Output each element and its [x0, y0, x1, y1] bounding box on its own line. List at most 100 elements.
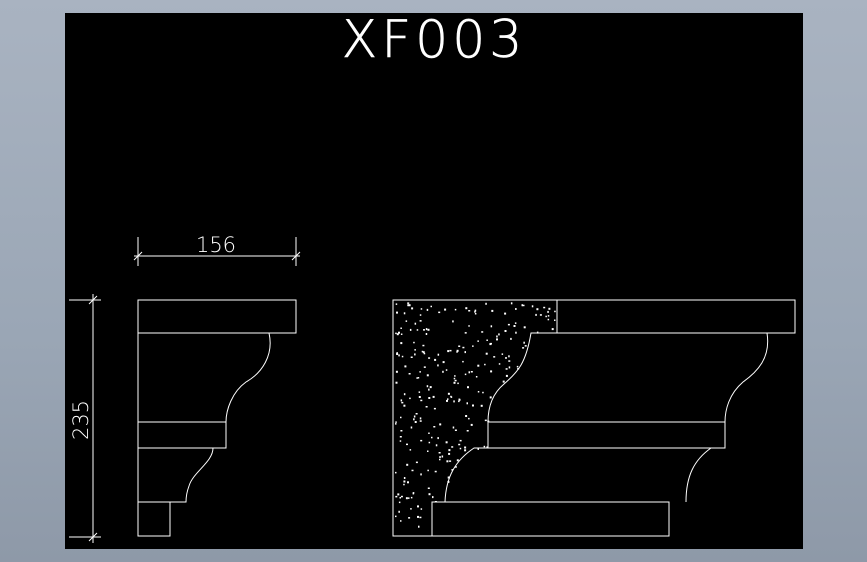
- concrete-speck: [419, 320, 422, 322]
- concrete-speck: [400, 399, 403, 402]
- concrete-speck: [431, 436, 433, 439]
- concrete-speck: [401, 401, 404, 404]
- concrete-speck: [427, 450, 429, 452]
- concrete-speck: [418, 391, 421, 393]
- concrete-speck: [434, 470, 437, 473]
- concrete-speck: [442, 361, 445, 364]
- drawing-title: XF003: [342, 13, 527, 70]
- concrete-speck: [396, 353, 399, 355]
- concrete-speck: [428, 432, 430, 434]
- concrete-speck: [454, 379, 457, 382]
- concrete-speck: [480, 404, 483, 407]
- concrete-speck: [409, 397, 411, 400]
- concrete-speck: [405, 497, 408, 500]
- concrete-speck: [504, 330, 507, 332]
- concrete-speck: [395, 303, 398, 305]
- concrete-speck: [422, 351, 425, 354]
- concrete-speck: [505, 368, 508, 370]
- concrete-speck: [398, 501, 401, 504]
- concrete-speck: [453, 400, 455, 403]
- concrete-speck: [517, 368, 520, 370]
- concrete-speck: [395, 515, 397, 518]
- concrete-speck: [504, 312, 507, 315]
- concrete-speck: [410, 426, 413, 429]
- elevation-view: [392, 299, 796, 537]
- concrete-speck: [400, 495, 403, 498]
- concrete-speck: [413, 341, 415, 344]
- concrete-speck: [521, 304, 523, 307]
- concrete-speck: [485, 352, 488, 355]
- concrete-speck: [435, 444, 438, 447]
- concrete-speck: [462, 346, 465, 349]
- concrete-speck: [439, 423, 442, 426]
- concrete-speck: [493, 356, 496, 358]
- concrete-speck: [407, 481, 409, 484]
- concrete-speck: [414, 353, 416, 356]
- concrete-speck: [548, 307, 551, 310]
- concrete-speck: [410, 496, 413, 499]
- concrete-speck: [454, 375, 456, 377]
- concrete-speck: [467, 386, 469, 389]
- concrete-speck: [447, 398, 449, 400]
- concrete-speck: [408, 373, 411, 375]
- concrete-speck: [474, 309, 477, 312]
- concrete-speck: [397, 493, 400, 496]
- concrete-speck: [425, 406, 428, 408]
- concrete-specks: [395, 302, 556, 528]
- concrete-speck: [496, 338, 498, 341]
- concrete-speck: [466, 402, 468, 405]
- concrete-speck: [472, 345, 474, 347]
- concrete-speck: [404, 365, 407, 368]
- concrete-speck: [524, 345, 527, 347]
- concrete-speck: [434, 501, 437, 503]
- concrete-speck: [438, 311, 441, 314]
- concrete-speck: [398, 331, 400, 334]
- concrete-speck: [457, 382, 459, 385]
- concrete-speck: [400, 327, 402, 329]
- concrete-speck: [489, 396, 492, 399]
- concrete-speck: [468, 325, 470, 327]
- concrete-speck: [483, 445, 486, 448]
- concrete-speck: [412, 492, 415, 495]
- concrete-speck: [498, 363, 501, 365]
- concrete-speck: [395, 471, 397, 474]
- concrete-speck: [510, 337, 512, 340]
- concrete-speck: [486, 446, 488, 448]
- concrete-speck: [419, 420, 422, 422]
- concrete-speck: [451, 469, 453, 471]
- concrete-speck: [539, 314, 542, 316]
- concrete-speck: [416, 329, 419, 331]
- concrete-speck: [547, 310, 549, 313]
- concrete-speck: [413, 415, 416, 418]
- concrete-speck: [420, 308, 423, 310]
- concrete-speck: [487, 420, 490, 422]
- concrete-speck: [416, 377, 418, 379]
- concrete-speck: [400, 520, 402, 522]
- concrete-speck: [516, 365, 519, 368]
- concrete-speck: [408, 497, 410, 499]
- concrete-speck: [547, 318, 550, 321]
- concrete-speck: [477, 447, 479, 450]
- concrete-speck: [454, 466, 457, 468]
- concrete-speck: [411, 307, 414, 310]
- concrete-speck: [428, 493, 431, 496]
- concrete-speck: [545, 315, 547, 318]
- concrete-speck: [403, 404, 406, 407]
- width-dimension-label: 156: [196, 233, 236, 257]
- concrete-speck: [515, 331, 517, 334]
- concrete-speck: [417, 515, 419, 518]
- concrete-speck: [462, 360, 464, 363]
- concrete-speck: [523, 326, 526, 329]
- concrete-speck: [419, 371, 421, 373]
- concrete-speck: [414, 322, 417, 325]
- concrete-speck: [508, 366, 511, 369]
- concrete-speck: [481, 331, 484, 333]
- concrete-speck: [465, 307, 468, 310]
- concrete-speck: [464, 373, 467, 376]
- concrete-speck: [420, 473, 422, 476]
- concrete-speck: [437, 364, 439, 367]
- concrete-speck: [515, 308, 517, 310]
- concrete-speck: [439, 458, 441, 461]
- concrete-speck: [551, 328, 554, 331]
- concrete-speck: [419, 417, 422, 420]
